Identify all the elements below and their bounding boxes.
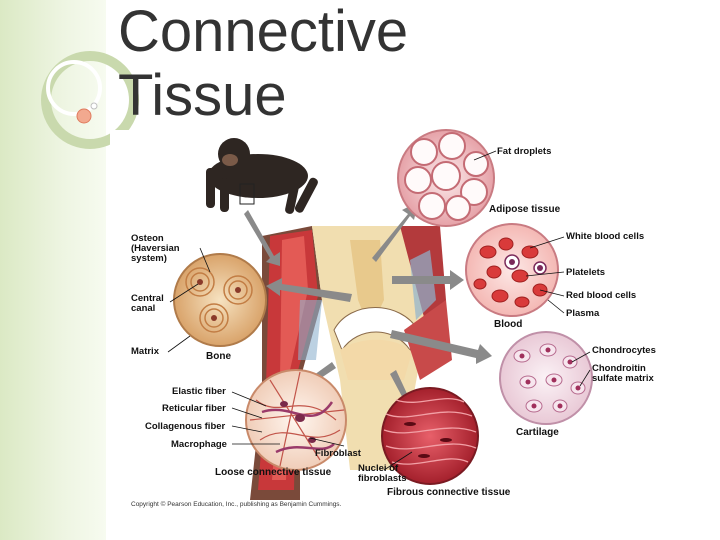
- label-chondroitin-sulfate-matrix: Chondroitin sulfate matrix: [592, 364, 654, 384]
- blood-circle: [466, 224, 558, 316]
- caption-loose-connective-tissue: Loose connective tissue: [215, 467, 331, 478]
- caption-cartilage: Cartilage: [516, 427, 559, 438]
- caption-bone: Bone: [206, 351, 231, 362]
- caption-blood: Blood: [494, 319, 522, 330]
- copyright-notice: Copyright © Pearson Education, Inc., pub…: [131, 501, 341, 508]
- label-elastic-fiber: Elastic fiber: [172, 387, 226, 397]
- label-osteon: Osteon (Haversian system): [131, 234, 180, 264]
- label-plasma: Plasma: [566, 309, 599, 319]
- label-white-blood-cells: White blood cells: [566, 232, 644, 242]
- label-central-canal: Central canal: [131, 294, 164, 314]
- label-red-blood-cells: Red blood cells: [566, 291, 636, 301]
- label-platelets: Platelets: [566, 268, 605, 278]
- caption-fibrous-connective-tissue: Fibrous connective tissue: [387, 487, 510, 498]
- label-fibroblast: Fibroblast: [315, 449, 361, 459]
- label-macrophage: Macrophage: [171, 440, 227, 450]
- caption-adipose-tissue: Adipose tissue: [489, 204, 560, 215]
- label-matrix: Matrix: [131, 347, 159, 357]
- label-reticular-fiber: Reticular fiber: [162, 404, 226, 414]
- cartilage-circle: [500, 332, 592, 424]
- label-fat-droplets: Fat droplets: [497, 147, 551, 157]
- adipose-tissue-circle: [398, 130, 494, 226]
- label-nuclei-of-fibroblasts: Nuclei of fibroblasts: [358, 464, 407, 484]
- bone-circle: [174, 254, 266, 346]
- chimpanzee-figure: [206, 138, 319, 215]
- label-chondrocytes: Chondrocytes: [592, 346, 656, 356]
- label-collagenous-fiber: Collagenous fiber: [145, 422, 225, 432]
